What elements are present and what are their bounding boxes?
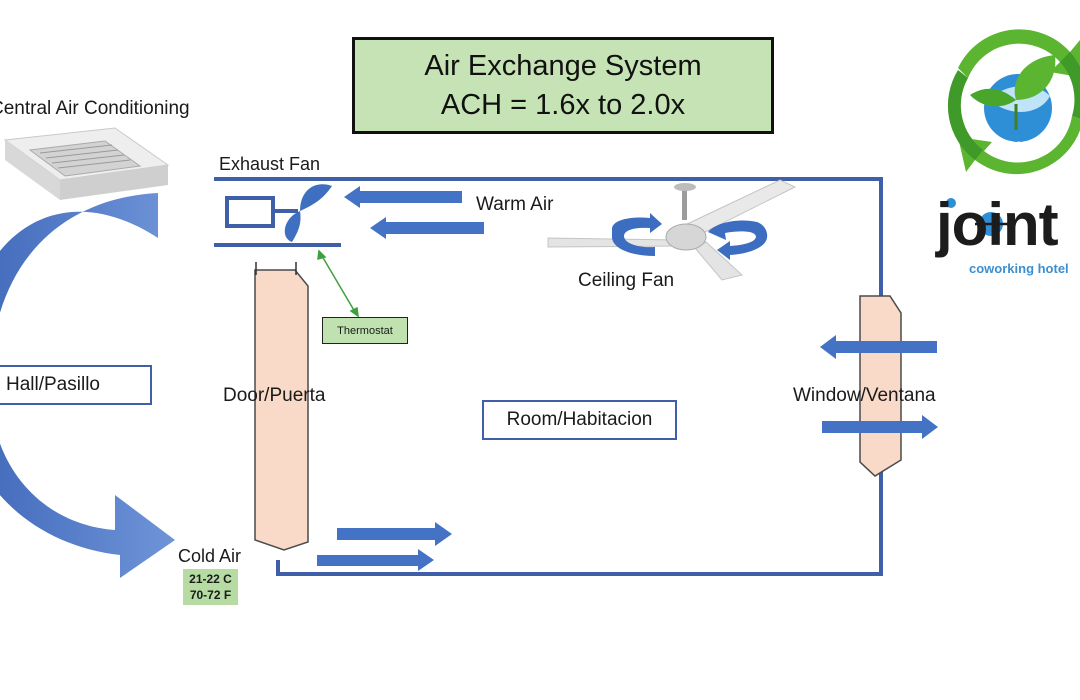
ceiling-fan-label: Ceiling Fan — [578, 270, 675, 291]
ac-unit-icon — [3, 127, 170, 200]
door-label: Door/Puerta — [223, 385, 326, 406]
warm-air-arrows — [344, 186, 484, 239]
joint-logo-mark — [946, 198, 1008, 236]
temp-fahrenheit: 70-72 F — [189, 588, 232, 602]
title-line-2: ACH = 1.6x to 2.0x — [440, 88, 686, 121]
ceiling-fan-rotation-arrows — [612, 213, 768, 260]
title-line-1: Air Exchange System — [424, 49, 702, 82]
window-label: Window/Ventana — [793, 385, 936, 406]
hall-label: Hall/Pasillo — [0, 365, 152, 405]
central-ac-label: Central Air Conditioning — [0, 98, 190, 119]
warm-air-label: Warm Air — [476, 194, 554, 215]
cold-air-arrows — [317, 522, 452, 571]
door-icon — [254, 269, 309, 551]
room-label: Room/Habitacion — [482, 400, 677, 440]
exhaust-fan-icon — [225, 184, 332, 242]
eco-friendly-logo: ECO FRIENDLY — [947, 29, 1080, 175]
temp-celsius: 21-22 C — [189, 572, 232, 586]
title-box: Air Exchange System ACH = 1.6x to 2.0x — [352, 37, 774, 134]
joint-logo-text: joint — [936, 191, 1059, 258]
temperature-tag: 21-22 C 70-72 F — [183, 569, 238, 605]
exhaust-fan-label: Exhaust Fan — [219, 154, 321, 174]
supply-air-curve-arrow — [0, 193, 175, 578]
ceiling-fan-icon — [547, 179, 797, 281]
thermostat-pointer — [317, 249, 359, 318]
window-air-arrows — [820, 335, 938, 439]
cold-air-label: Cold Air — [178, 546, 242, 566]
thermostat-label: Thermostat — [322, 317, 408, 344]
joint-tagline: coworking hotel — [969, 261, 1069, 276]
